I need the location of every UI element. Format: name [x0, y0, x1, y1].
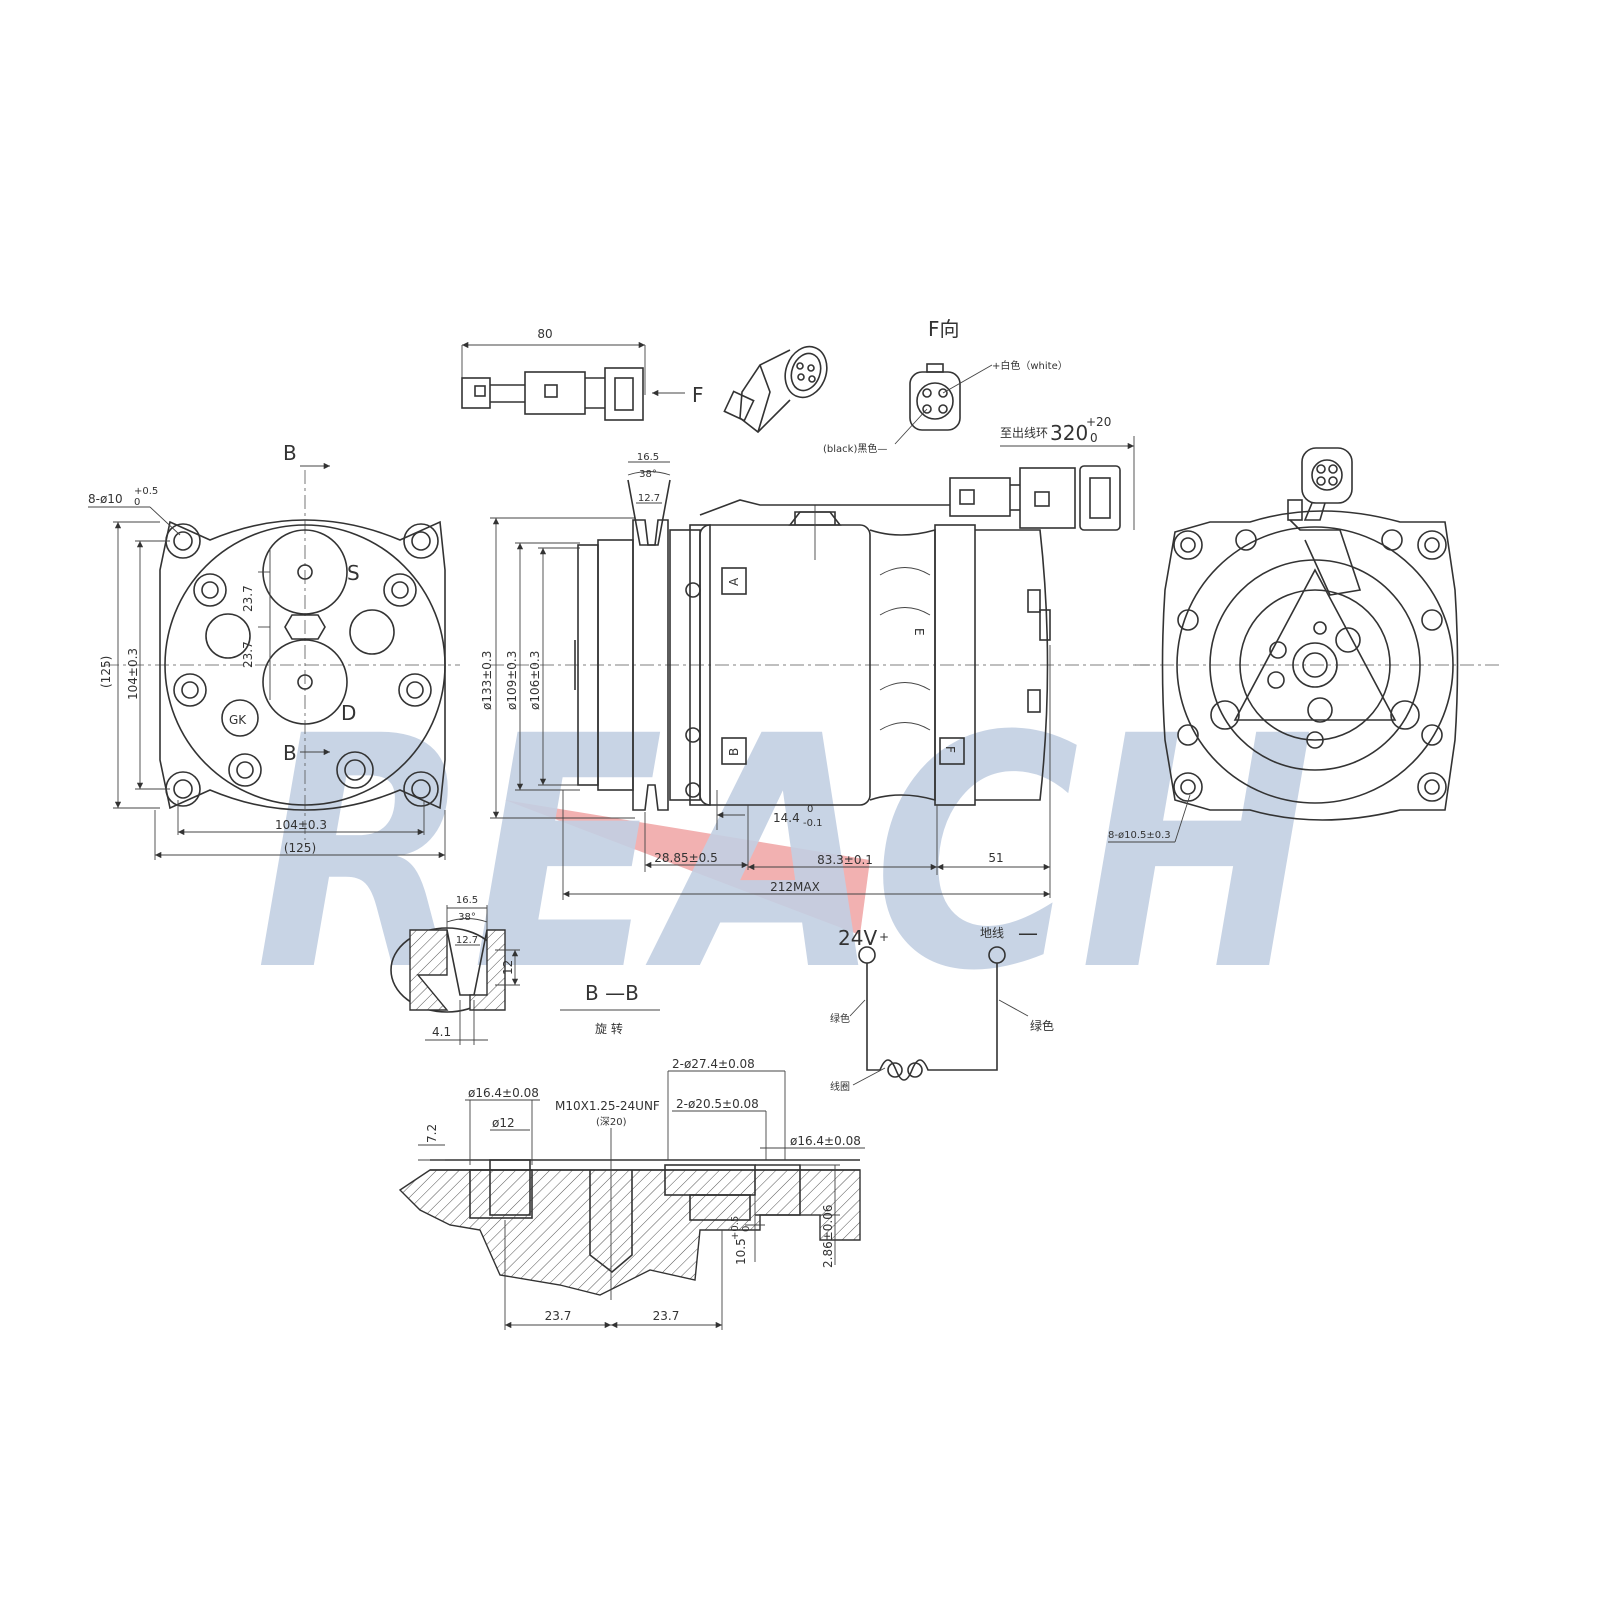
- rear-holes-label: 8-ø10.5±0.3: [1108, 830, 1171, 841]
- body-label-f: F: [943, 746, 957, 753]
- cable-length-value: 320: [1050, 421, 1088, 445]
- dim-83-3-label: 83.3±0.1: [817, 853, 873, 867]
- left-wire-label: 绿色: [830, 1012, 850, 1025]
- coil-label: 线圈: [830, 1080, 850, 1093]
- front-dim-23-7-bottom: 23.7: [241, 641, 255, 668]
- ground-label: 地线: [980, 926, 1004, 940]
- port-dia-12: ø12: [492, 1116, 515, 1130]
- port-section: ø16.4±0.08 ø12 M10X1.25-24UNF (深20) 2-ø2…: [398, 1057, 865, 1330]
- front-holes-label: 8-ø10: [88, 492, 123, 506]
- compressor-body: A B E F: [685, 505, 1051, 806]
- port-gk-label: GK: [229, 713, 247, 727]
- bb-offset: 4.1: [432, 1025, 451, 1039]
- f-view-connector-face: [894, 363, 993, 445]
- body-label-a: A: [727, 577, 741, 586]
- positive-sign: +: [879, 930, 889, 944]
- port-dim-7-2: 7.2: [425, 1124, 439, 1143]
- front-dim-23-7-top: 23.7: [241, 585, 255, 612]
- positive-label: 24V: [838, 926, 877, 950]
- port-dia-20-5: 2-ø20.5±0.08: [676, 1097, 759, 1111]
- port-dim-2-86: 2.86±0.06: [821, 1205, 835, 1269]
- right-wire-label: 绿色: [1030, 1018, 1054, 1033]
- front-holes-tol-lower: 0: [134, 497, 140, 508]
- connector-3d-icon: [723, 345, 828, 434]
- dia-109-label: ø109±0.3: [505, 651, 519, 710]
- dia-133-label: ø133±0.3: [480, 651, 494, 710]
- connector-length-label: 80: [537, 327, 552, 341]
- port-dim-23-7-right: 23.7: [653, 1309, 680, 1323]
- bb-groove-bottom: 12.7: [456, 935, 478, 946]
- side-view: ø133±0.3 ø109±0.3 ø106±0.3 16.5 38° 12.7…: [480, 452, 1150, 900]
- connector-drawing: 80 F F向 +白色（w: [461, 317, 1135, 530]
- bb-groove-angle: 38°: [458, 912, 476, 923]
- cable-length-prefix: 至出线环: [1000, 426, 1048, 440]
- dim-51-label: 51: [988, 851, 1003, 865]
- port-thread: M10X1.25-24UNF: [555, 1099, 660, 1113]
- rear-connector: [1301, 447, 1353, 521]
- port-d-label: D: [341, 701, 356, 725]
- ground-sign: —: [1018, 921, 1038, 945]
- bb-depth: 12: [501, 960, 515, 975]
- f-view-title: F向: [928, 317, 960, 341]
- bb-title: B —B: [585, 981, 639, 1005]
- port-dim-23-7-left: 23.7: [545, 1309, 572, 1323]
- front-view: B B 23.7 23.7 S D GK 8-ø10 +0.5 0: [88, 441, 460, 860]
- front-holes-tol-upper: +0.5: [134, 486, 158, 497]
- section-mark-bottom: B: [283, 741, 297, 765]
- dim-28-85-label: 28.85±0.5: [654, 851, 718, 865]
- port-dia-16-4-right: ø16.4±0.08: [790, 1134, 861, 1148]
- groove-width-label: 16.5: [637, 452, 659, 463]
- dim-212-label: 212MAX: [770, 880, 820, 894]
- port-dim-10-5: 10.5: [734, 1238, 748, 1265]
- groove-bottom-label: 12.7: [638, 493, 660, 504]
- rear-view: 8-ø10.5±0.3: [1108, 447, 1500, 843]
- port-thread-depth: (深20): [596, 1116, 627, 1128]
- section-mark-top: B: [283, 441, 297, 465]
- dia-106-label: ø106±0.3: [528, 651, 542, 710]
- bb-groove-width: 16.5: [456, 895, 478, 906]
- front-width-outer: (125): [284, 841, 316, 855]
- body-label-b: B: [727, 748, 741, 756]
- port-dim-10-5-tol-lower: 0: [741, 1226, 752, 1232]
- black-wire-label: (black)黑色—: [823, 442, 887, 455]
- view-arrow-f: F: [692, 383, 704, 407]
- groove-angle-label: 38°: [639, 469, 657, 480]
- dim-14-4-tol-upper: 0: [807, 804, 813, 815]
- front-height-outer: (125): [99, 656, 113, 688]
- bb-subtitle: 旋 转: [595, 1021, 623, 1036]
- cable-length-tol-lower: 0: [1090, 431, 1098, 445]
- front-height-inner: 104±0.3: [126, 648, 140, 700]
- wiring-diagram: 24V + 地线 — 绿色 绿色 线圈: [830, 921, 1054, 1093]
- dim-14-4-label: 14.4: [773, 811, 800, 825]
- port-dia-27-4: 2-ø27.4±0.08: [672, 1057, 755, 1071]
- front-width-inner: 104±0.3: [275, 818, 327, 832]
- cable-length-tol-upper: +20: [1086, 415, 1111, 429]
- white-wire-label: +白色（white）: [992, 359, 1068, 372]
- section-bb: 16.5 38° 12.7 12 4.1 B —B 旋 转: [390, 895, 660, 1045]
- port-dia-16-4-left: ø16.4±0.08: [468, 1086, 539, 1100]
- port-s-label: S: [347, 561, 360, 585]
- dim-14-4-tol-lower: -0.1: [803, 818, 823, 829]
- body-label-e: E: [912, 628, 926, 636]
- port-dim-10-5-tol-upper: +0.5: [730, 1216, 741, 1240]
